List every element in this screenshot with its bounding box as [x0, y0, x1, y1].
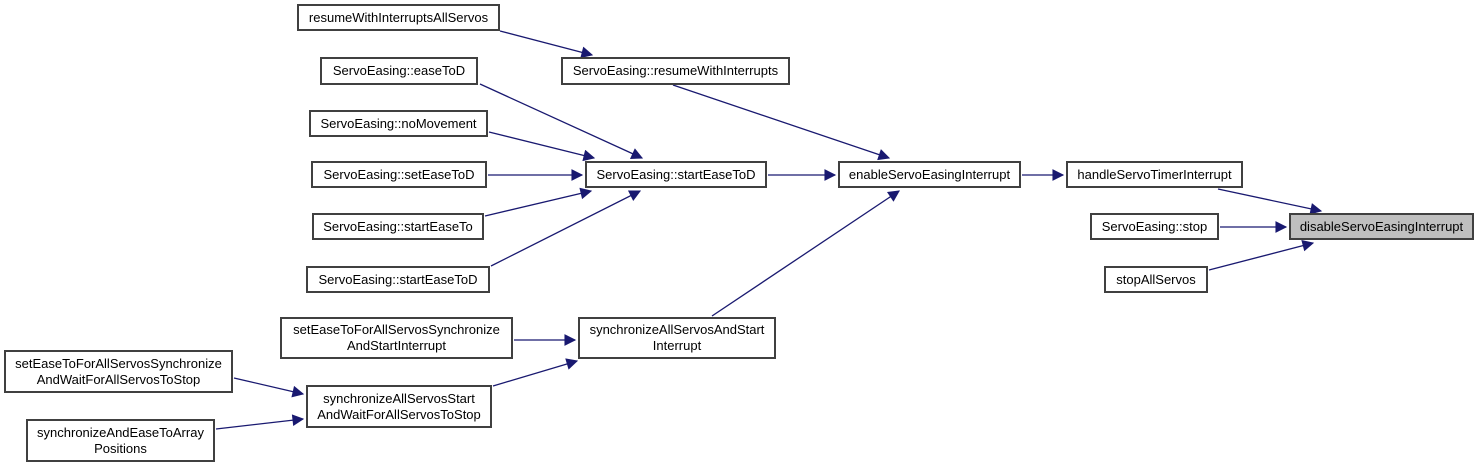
node-disableServoEasingInterrupt: disableServoEasingInterrupt	[1289, 213, 1474, 240]
node-label: ServoEasing::noMovement	[320, 115, 477, 131]
node-label: stopAllServos	[1116, 271, 1196, 287]
node-handleServoTimerInterrupt[interactable]: handleServoTimerInterrupt	[1066, 161, 1243, 188]
edge-startEaseTo-to-startEaseToD-center	[484, 187, 593, 217]
node-startEaseTo[interactable]: ServoEasing::startEaseTo	[312, 213, 484, 240]
node-enableServoEasingInterrupt[interactable]: enableServoEasingInterrupt	[838, 161, 1021, 188]
node-label: ServoEasing::startEaseToD	[318, 271, 478, 287]
edge-noMovement-to-startEaseToD-center	[488, 131, 596, 162]
node-label: ServoEasing::easeToD	[332, 63, 466, 78]
node-setEaseToForAllServosSynchronizeAndStartInterrupt[interactable]: setEaseToForAllServosSynchronize AndStar…	[280, 317, 513, 359]
node-servoEasing-stop[interactable]: ServoEasing::stop	[1090, 213, 1219, 240]
node-easeToD[interactable]: ServoEasing::easeToD	[320, 57, 478, 85]
edge-synchronizeAllServosAndStartInterrupt-to-enableServoEasingInterrupt	[711, 190, 900, 317]
node-label: resumeWithInterruptsAllServos	[308, 9, 489, 25]
edge-synchronizeAllServosStartAndWaitForAllServosToStop-to-synchronizeAllServosAndStartInterrupt	[492, 358, 579, 387]
edge-synchronizeAndEaseToArrayPositions-to-synchronizeAllServosStartAndWaitForAllServosToStop	[215, 414, 305, 430]
node-label: enableServoEasingInterrupt	[848, 166, 1011, 182]
edge-handleServoTimerInterrupt-to-disableServoEasingInterrupt	[1217, 188, 1323, 215]
node-setEaseToD[interactable]: ServoEasing::setEaseToD	[311, 161, 487, 188]
node-resumeWithInterrupts[interactable]: ServoEasing::resumeWithInterrupts	[561, 57, 790, 85]
edge-easeToD-to-startEaseToD-center	[479, 83, 644, 159]
node-label: ServoEasing::startEaseToD	[596, 166, 756, 182]
edge-startEaseToD-left-to-startEaseToD-center	[490, 190, 642, 267]
node-synchronizeAllServosAndStartInterrupt[interactable]: synchronizeAllServosAndStart Interrupt	[578, 317, 776, 359]
edge-resumeWithInterrupts-to-enableServoEasingInterrupt	[672, 84, 891, 161]
node-startEaseToD-left[interactable]: ServoEasing::startEaseToD	[306, 266, 490, 293]
edge-stopAllServos-to-disableServoEasingInterrupt	[1208, 239, 1315, 271]
node-stopAllServos[interactable]: stopAllServos	[1104, 266, 1208, 293]
node-resumeWithInterruptsAllServos[interactable]: resumeWithInterruptsAllServos	[297, 4, 500, 31]
node-label: synchronizeAllServosStart AndWaitForAllS…	[317, 390, 481, 422]
node-label: setEaseToForAllServosSynchronize AndStar…	[293, 322, 500, 353]
node-label: setEaseToForAllServosSynchronize AndWait…	[15, 355, 222, 387]
node-startEaseToD-center[interactable]: ServoEasing::startEaseToD	[585, 161, 767, 188]
node-label: ServoEasing::stop	[1101, 218, 1208, 234]
node-label: ServoEasing::resumeWithInterrupts	[572, 63, 779, 78]
node-setEaseToForAllServosSynchronizeAndWaitForAllServosToStop[interactable]: setEaseToForAllServosSynchronize AndWait…	[4, 350, 233, 393]
edge-setEaseToForAllServosSynchronizeAndWaitForAllServosToStop-to-synchronizeAllServosStartAndWaitForAllServosToStop	[233, 377, 305, 398]
node-synchronizeAllServosStartAndWaitForAllServosToStop[interactable]: synchronizeAllServosStart AndWaitForAllS…	[306, 385, 492, 428]
node-label: disableServoEasingInterrupt	[1299, 218, 1464, 234]
node-label: handleServoTimerInterrupt	[1077, 166, 1232, 182]
node-label: synchronizeAndEaseToArray Positions	[37, 424, 204, 456]
node-synchronizeAndEaseToArrayPositions[interactable]: synchronizeAndEaseToArray Positions	[26, 419, 215, 462]
node-label: ServoEasing::setEaseToD	[323, 166, 475, 182]
node-noMovement[interactable]: ServoEasing::noMovement	[309, 110, 488, 137]
edge-resumeWithInterruptsAllServos-to-resumeWithInterrupts	[499, 30, 594, 59]
node-label: ServoEasing::startEaseTo	[323, 218, 473, 234]
node-label: synchronizeAllServosAndStart Interrupt	[589, 322, 765, 353]
